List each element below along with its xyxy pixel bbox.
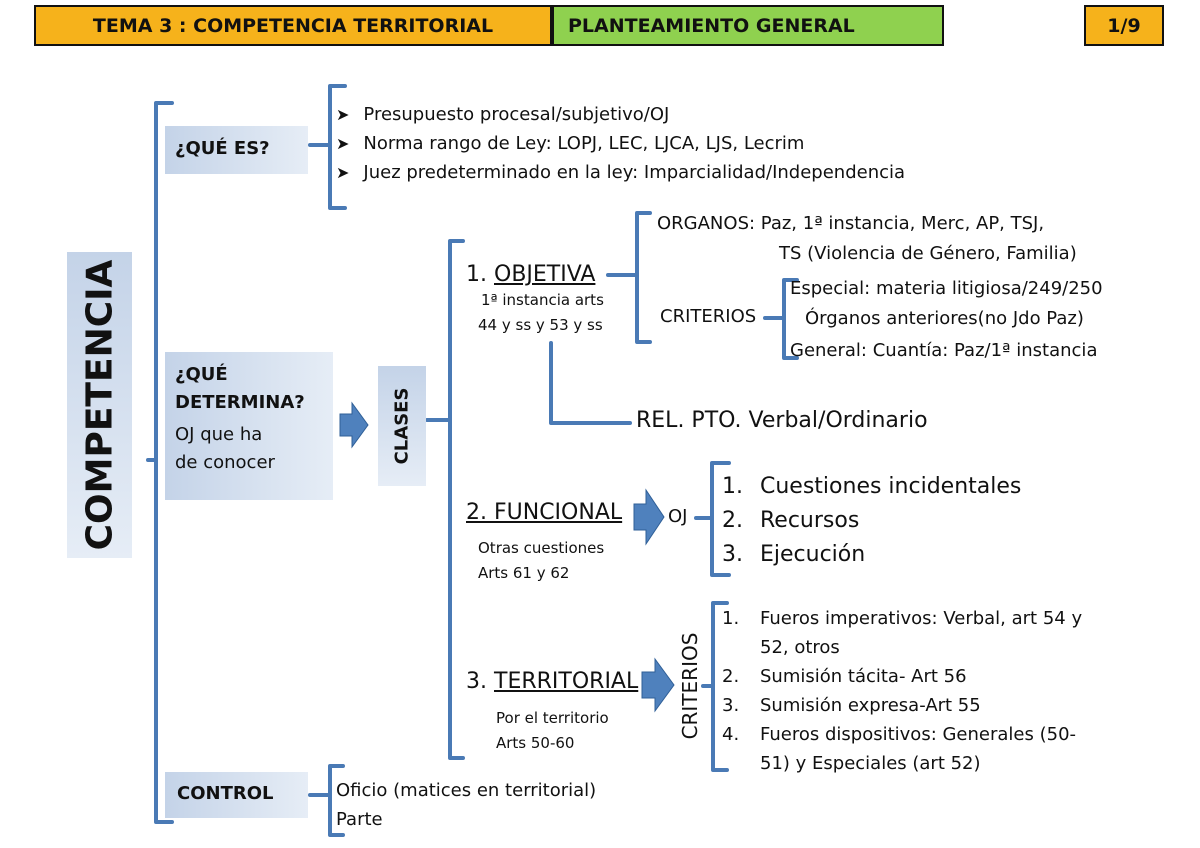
list-item-cont: 52, otros xyxy=(760,637,840,658)
list-item: 1.Fueros imperativos: Verbal, art 54 y xyxy=(722,608,1083,629)
objetiva-sub-1: 1ª instancia arts xyxy=(481,291,604,309)
oj-label: OJ xyxy=(668,506,688,527)
list-item: 4.Fueros dispositivos: Generales (50- xyxy=(722,724,1077,745)
territorial-criterios: CRITERIOS xyxy=(678,632,702,740)
control-bracket xyxy=(328,764,345,837)
list-item: 3.Sumisión expresa-Art 55 xyxy=(722,695,981,716)
objetiva-bracket xyxy=(635,211,652,344)
objetiva-num: 1. xyxy=(466,262,487,287)
header-page: 1/9 xyxy=(1084,5,1164,46)
control-item-oficio: Oficio (matices en territorial) xyxy=(336,780,597,801)
funcional-sub-1: Otras cuestiones xyxy=(478,539,605,557)
list-item-cont: 51) y Especiales (art 52) xyxy=(760,753,981,774)
objetiva-title: 1. OBJETIVA xyxy=(466,262,595,287)
territorial-list: 1.Fueros imperativos: Verbal, art 54 y 5… xyxy=(722,604,1082,778)
main-bracket xyxy=(154,101,174,824)
list-item: 2.Sumisión tácita- Art 56 xyxy=(722,666,967,687)
territorial-title: 3. TERRITORIAL xyxy=(466,669,638,694)
que-es-label: ¿QUÉ ES? xyxy=(175,138,270,159)
que-determina-desc-2: de conocer xyxy=(175,452,275,473)
funcional-label: 2. FUNCIONAL xyxy=(466,500,623,525)
criterio-general: General: Cuantía: Paz/1ª instancia xyxy=(790,340,1098,361)
arrow-territorial xyxy=(641,657,675,713)
objetiva-criterios: CRITERIOS xyxy=(660,306,757,327)
territorial-num: 3. xyxy=(466,669,487,694)
que-es-box: ¿QUÉ ES? xyxy=(165,126,308,174)
list-item: Presupuesto procesal/subjetivo/OJ xyxy=(336,100,905,129)
que-determina-title-1: ¿QUÉ xyxy=(175,364,228,385)
territorial-sub-1: Por el territorio xyxy=(496,709,609,727)
list-item: Norma rango de Ley: LOPJ, LEC, LJCA, LJS… xyxy=(336,129,905,158)
territorial-sub-2: Arts 50-60 xyxy=(496,734,575,752)
control-item-parte: Parte xyxy=(336,809,383,830)
arrow-funcional xyxy=(633,488,665,546)
competencia-label: COMPETENCIA xyxy=(79,259,120,551)
control-box: CONTROL xyxy=(165,772,308,818)
header-planteamiento: PLANTEAMIENTO GENERAL xyxy=(552,5,944,46)
territorial-label: TERRITORIAL xyxy=(494,669,639,694)
organos-line-2: TS (Violencia de Género, Familia) xyxy=(779,243,1077,264)
arrow-determina xyxy=(339,401,369,449)
list-item: 1.Cuestiones incidentales xyxy=(722,474,1022,499)
funcional-sub-2: Arts 61 y 62 xyxy=(478,564,570,582)
objetiva-sub-2: 44 y ss y 53 y ss xyxy=(478,316,603,334)
control-label: CONTROL xyxy=(177,783,274,804)
que-determina-desc-1: OJ que ha xyxy=(175,424,263,445)
criterio-organos-anteriores: Órganos anteriores(no Jdo Paz) xyxy=(805,308,1084,329)
header-planteamiento-text: PLANTEAMIENTO GENERAL xyxy=(568,14,855,37)
clases-bracket xyxy=(448,239,465,760)
que-determina-title-2: DETERMINA? xyxy=(175,392,305,413)
clases-label: CLASES xyxy=(391,387,413,465)
rel-pto: REL. PTO. Verbal/Ordinario xyxy=(636,408,928,433)
header-tema-text: TEMA 3 : COMPETENCIA TERRITORIAL xyxy=(92,14,494,37)
criterio-especial: Especial: materia litigiosa/249/250 xyxy=(790,278,1103,299)
list-item: 3.Ejecución xyxy=(722,542,866,567)
que-determina-box: ¿QUÉ DETERMINA? OJ que ha de conocer xyxy=(165,352,333,500)
rel-connector xyxy=(549,341,632,425)
competencia-box: COMPETENCIA xyxy=(67,252,132,558)
organos-line-1: ORGANOS: Paz, 1ª instancia, Merc, AP, TS… xyxy=(657,213,1045,234)
header-tema: TEMA 3 : COMPETENCIA TERRITORIAL xyxy=(34,5,552,46)
objetiva-label: OBJETIVA xyxy=(494,262,596,287)
page-number: 1/9 xyxy=(1107,14,1141,37)
list-item: Juez predeterminado en la ley: Imparcial… xyxy=(336,158,905,187)
clases-box: CLASES xyxy=(378,366,426,486)
funcional-list: 1.Cuestiones incidentales 2.Recursos 3.E… xyxy=(722,470,1021,572)
que-es-list: Presupuesto procesal/subjetivo/OJ Norma … xyxy=(336,100,905,187)
list-item: 2.Recursos xyxy=(722,508,860,533)
